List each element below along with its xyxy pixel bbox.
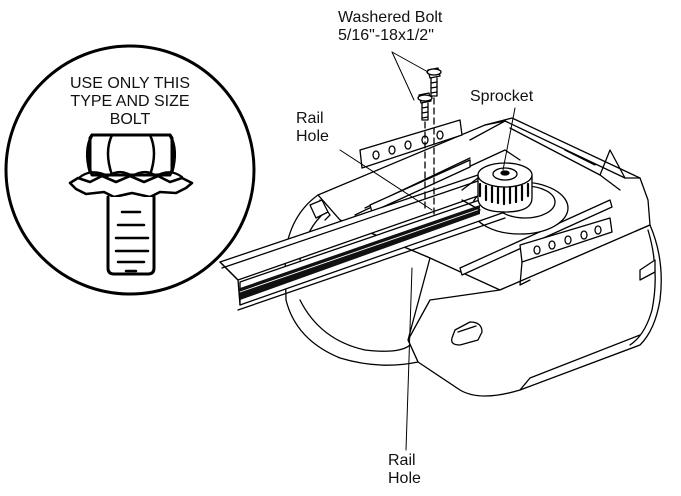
rail-hole-bottom-label: Rail Hole	[388, 452, 421, 488]
washered-bolt-lower	[417, 92, 433, 121]
rail-hole-bottom-line2: Hole	[388, 470, 421, 487]
bolt-washer	[68, 174, 194, 199]
bolt-spec-line1: Washered Bolt	[338, 9, 443, 26]
inset-caption-line3: BOLT	[109, 111, 151, 128]
rail-hole-top-label: Rail Hole	[296, 110, 329, 146]
belt	[240, 205, 480, 300]
bolt-inset	[4, 44, 256, 296]
rail-hole-top-line2: Hole	[296, 128, 329, 145]
bolt-shank	[106, 195, 156, 276]
housing-right	[407, 224, 662, 397]
leader-lines	[339, 51, 516, 451]
rail	[219, 174, 506, 311]
bolt-hex-head	[88, 133, 174, 177]
bracket-left	[359, 119, 463, 169]
sprocket-label: Sprocket	[470, 88, 534, 105]
rail-hole-bottom-line1: Rail	[388, 452, 416, 469]
sprocket	[461, 162, 533, 213]
inset-caption-line1: USE ONLY THIS	[69, 75, 191, 92]
alignment-lines	[424, 97, 435, 216]
bracket-right	[519, 217, 613, 286]
inset-caption: USE ONLY THIS TYPE AND SIZE BOLT	[40, 75, 220, 129]
rail-hole-top-line1: Rail	[296, 110, 324, 127]
bolt-spec-line2: 5/16"-18x1/2"	[338, 27, 434, 44]
inset-caption-line2: TYPE AND SIZE	[70, 93, 190, 110]
bolt-spec-label: Washered Bolt 5/16"-18x1/2"	[338, 9, 442, 45]
washered-bolt-upper	[426, 67, 442, 97]
